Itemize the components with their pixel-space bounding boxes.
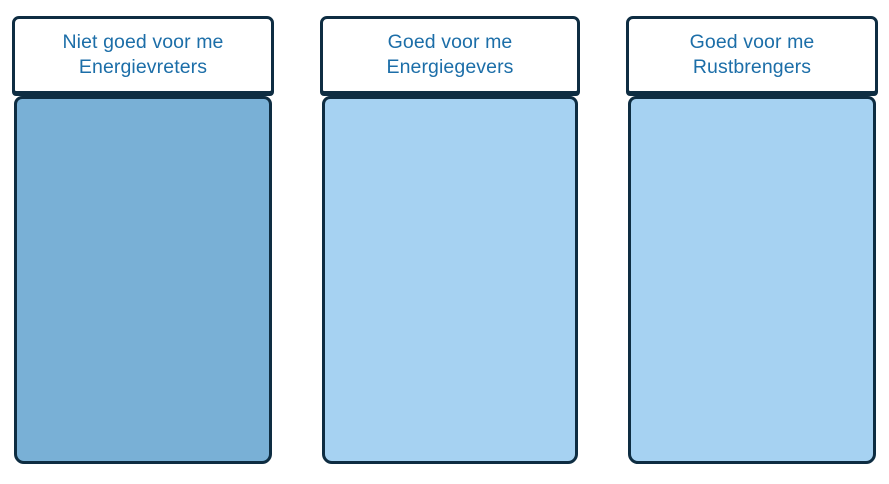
card-rustbrengers: Goed voor me Rustbrengers (626, 0, 878, 484)
card-body-energievreters[interactable] (14, 96, 272, 464)
card-header-line-1: Goed voor me (387, 31, 513, 53)
card-header-rustbrengers[interactable]: Goed voor me Rustbrengers (626, 16, 878, 94)
card-energiegevers: Goed voor me Energiegevers (320, 0, 580, 484)
card-body-energiegevers[interactable] (322, 96, 578, 464)
card-header-energievreters[interactable]: Niet goed voor me Energievreters (12, 16, 274, 94)
card-header-line-2: Energiegevers (386, 56, 514, 78)
card-header-line-1: Niet goed voor me (62, 31, 224, 53)
card-energievreters: Niet goed voor me Energievreters (12, 0, 274, 484)
card-header-line-2: Energievreters (78, 56, 208, 78)
card-body-rustbrengers[interactable] (628, 96, 876, 464)
card-header-energiegevers[interactable]: Goed voor me Energiegevers (320, 16, 580, 94)
card-header-line-2: Rustbrengers (692, 56, 812, 78)
card-header-line-1: Goed voor me (689, 31, 815, 53)
